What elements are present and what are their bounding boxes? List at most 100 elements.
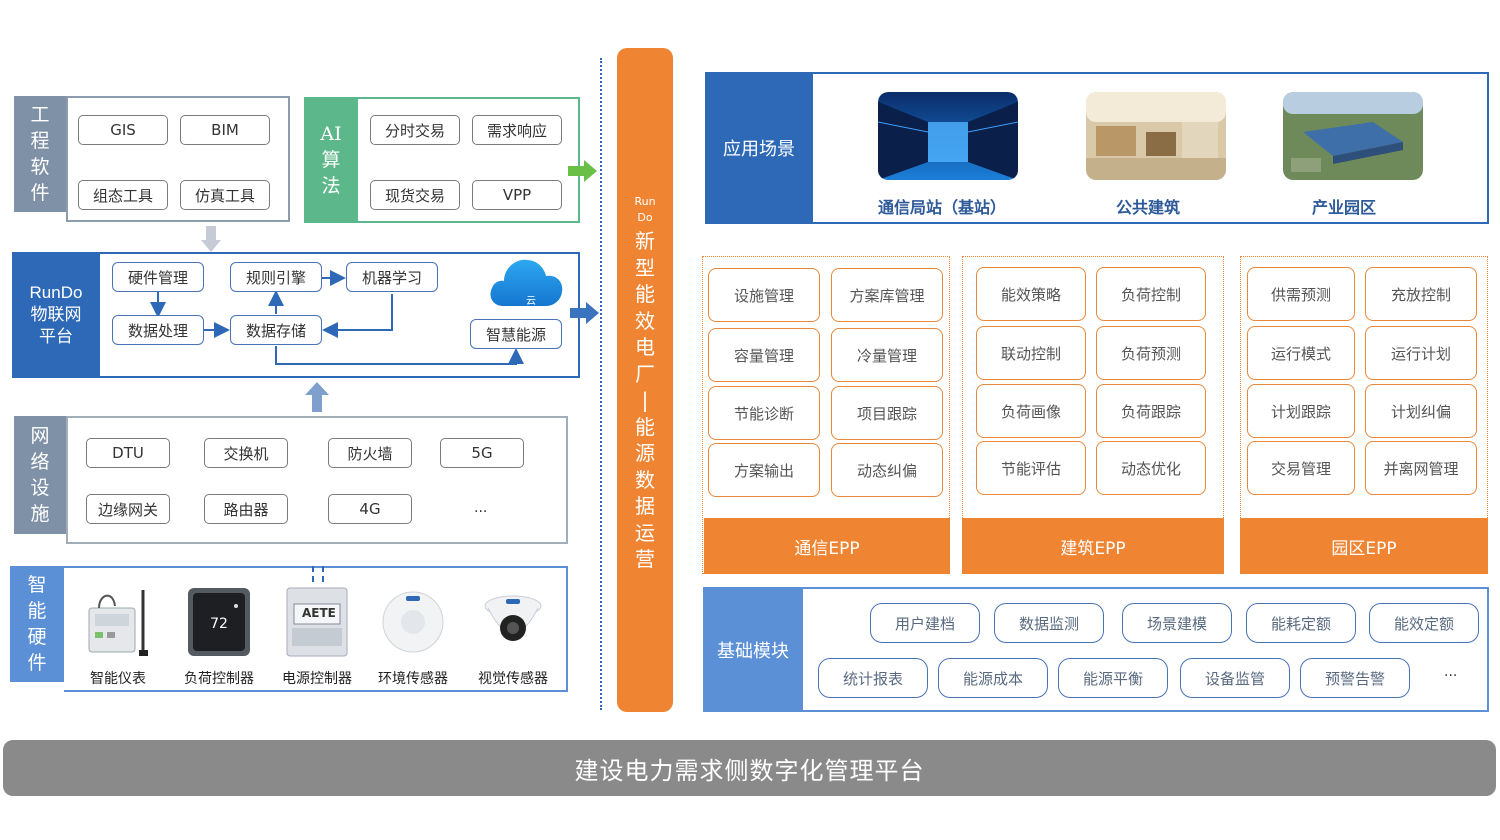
spot-trade-item: 现货交易: [370, 180, 460, 210]
network-panel: [66, 416, 568, 544]
rule-engine-node: 规则引擎: [230, 262, 322, 292]
scene-building: [1086, 92, 1226, 184]
load-controller-device: 72 负荷控制器: [184, 584, 254, 688]
base-modules-label-box: 基础模块: [703, 587, 803, 712]
base-module-item: 数据监测: [994, 603, 1104, 643]
network-up-arrow-icon: [305, 382, 329, 412]
5g-item: 5G: [440, 438, 524, 468]
vpp-column-title: 新 型 能 效 电 厂 | 能 源 数 据 运 营: [635, 229, 655, 571]
base-module-item: 能耗定额: [1246, 603, 1356, 643]
vision-sensor-icon: [484, 595, 542, 641]
epp-telecom-item: 容量管理: [708, 328, 820, 382]
firewall-item: 防火墙: [328, 438, 412, 468]
vision-sensor-device: 视觉传感器: [478, 584, 548, 688]
network-label: 网 络 设 施: [14, 416, 66, 534]
epp-park-item: 运行计划: [1365, 326, 1477, 380]
base-module-item: 能源成本: [938, 658, 1048, 698]
power-controller-brand: AETE: [302, 606, 336, 620]
smart-meter-device: 智能仪表: [84, 584, 152, 688]
hardware-connector-2: [322, 566, 324, 582]
epp-telecom-item: 冷量管理: [831, 328, 943, 382]
scene-park: [1283, 92, 1423, 184]
engineering-software-label: 工 程 软 件: [14, 96, 66, 212]
epp-park-item: 并离网管理: [1365, 441, 1477, 495]
epp-park-item: 运行模式: [1247, 326, 1355, 380]
time-share-trade-item: 分时交易: [370, 115, 460, 145]
vpp-column-prefix: Run Do: [634, 195, 656, 224]
data-storage-node: 数据存储: [230, 315, 322, 345]
vpp-column: [617, 48, 673, 712]
cloud-icon: [490, 259, 563, 306]
epp-telecom-title: 通信EPP: [704, 518, 950, 574]
epp-building-title-text: 建筑EPP: [1060, 538, 1126, 559]
iot-platform-label: RunDo 物联网 平台: [12, 252, 100, 378]
epp-building-item: 负荷控制: [1096, 267, 1206, 321]
scene-building-label: 公共建筑: [1116, 198, 1181, 217]
industrial-park-image: [1283, 92, 1423, 180]
epp-building-title: 建筑EPP: [962, 518, 1224, 574]
epp-park-item: 充放控制: [1365, 267, 1477, 321]
base-module-item: 预警告警: [1300, 658, 1410, 698]
base-module-item: 能源平衡: [1058, 658, 1168, 698]
epp-telecom-item: 动态纠偏: [831, 443, 943, 497]
environment-sensor-device: 环境传感器: [378, 584, 448, 688]
epp-building-item: 负荷画像: [976, 384, 1086, 438]
application-label-box: 应用场景: [705, 72, 813, 224]
ai-to-platform-arrow-icon: [568, 160, 597, 182]
software-down-arrow-icon: [201, 226, 221, 252]
epp-telecom-item: 方案输出: [708, 443, 820, 497]
smart-meter-label: 智能仪表: [90, 671, 146, 687]
epp-telecom-item: 方案库管理: [831, 268, 943, 322]
footer-bar: 建设电力需求侧数字化管理平台: [3, 740, 1496, 796]
epp-building-item: 联动控制: [976, 326, 1086, 380]
base-module-item: 场景建模: [1122, 603, 1232, 643]
smart-meter-icon: [88, 590, 148, 656]
hardware-management-node: 硬件管理: [112, 262, 204, 292]
base-module-item: 能效定额: [1369, 603, 1479, 643]
epp-park-item: 计划跟踪: [1247, 384, 1355, 438]
epp-building-item: 动态优化: [1096, 441, 1206, 495]
epp-park-title: 园区EPP: [1240, 518, 1488, 574]
application-label: 应用场景: [723, 139, 795, 160]
base-modules-label: 基础模块: [717, 640, 789, 662]
epp-building-item: 能效策略: [976, 267, 1086, 321]
environment-sensor-icon: [382, 591, 444, 653]
data-processing-node: 数据处理: [112, 315, 204, 345]
vpp-item: VPP: [472, 180, 562, 210]
dtu-item: DTU: [86, 438, 170, 468]
vision-sensor-label: 视觉传感器: [478, 671, 548, 687]
epp-park-item: 计划纠偏: [1365, 384, 1477, 438]
network-more-item: ...: [474, 500, 488, 516]
epp-telecom-item: 项目跟踪: [831, 386, 943, 440]
epp-park-item: 交易管理: [1247, 441, 1355, 495]
data-center-image: [877, 92, 1019, 180]
epp-building-item: 节能评估: [976, 441, 1086, 495]
scene-telecom-label: 通信局站（基站）: [878, 198, 1007, 217]
demand-response-item: 需求响应: [472, 115, 562, 145]
router-item: 路由器: [204, 494, 288, 524]
hardware-connector: [312, 566, 314, 582]
base-module-item: 设备监管: [1180, 658, 1290, 698]
epp-telecom-item: 节能诊断: [708, 386, 820, 440]
iot-flow-lines: [150, 270, 524, 365]
switch-item: 交换机: [204, 438, 288, 468]
machine-learning-node: 机器学习: [346, 262, 438, 292]
power-controller-icon: [286, 587, 348, 657]
epp-building-item: 负荷预测: [1096, 326, 1206, 380]
epp-building-item: 负荷跟踪: [1096, 384, 1206, 438]
public-building-image: [1086, 92, 1226, 180]
epp-park-title-text: 园区EPP: [1331, 538, 1397, 559]
epp-telecom-item: 设施管理: [708, 268, 820, 322]
load-controller-icon: 72: [188, 588, 250, 656]
epp-telecom-title-text: 通信EPP: [794, 538, 860, 559]
platform-to-vpp-arrow-icon: [570, 302, 599, 324]
load-controller-label: 负荷控制器: [184, 671, 254, 687]
gis-item: GIS: [78, 115, 168, 145]
base-module-item: 用户建档: [870, 603, 980, 643]
power-controller-label: 电源控制器: [282, 671, 352, 687]
base-module-item: 统计报表: [818, 658, 928, 698]
epp-park-item: 供需预测: [1247, 267, 1355, 321]
cloud-label: 云: [526, 296, 536, 307]
power-controller-device: AETE 电源控制器: [282, 584, 352, 688]
edge-gateway-item: 边缘网关: [86, 494, 170, 524]
